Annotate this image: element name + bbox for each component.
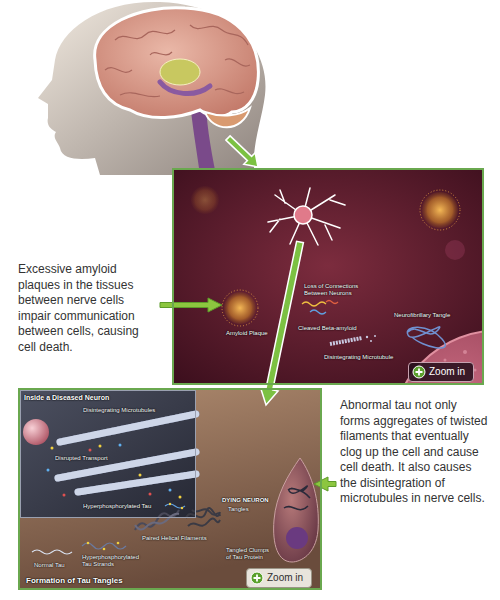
part-label: Disintegrating Microtubule — [324, 354, 393, 361]
zoom-icon — [250, 571, 264, 585]
panel-heading: Formation of Tau Tangles — [26, 576, 123, 586]
part-label: Normal Tau — [34, 562, 65, 569]
callout-text: Excessive amyloid plaques in the tissues… — [18, 262, 158, 355]
zoom-panel: Loss of Connections Between NeuronsAmylo… — [172, 168, 484, 385]
part-label: Loss of Connections Between Neurons — [304, 283, 366, 297]
zoom-arrow — [261, 241, 304, 405]
head-illustration — [38, 2, 265, 175]
part-label: Cleaved Beta-amyloid — [298, 325, 357, 332]
zoom-icon — [412, 365, 426, 379]
panel-heading: DYING NEURON — [222, 497, 269, 504]
button-text: Zoom in — [267, 572, 303, 584]
zoom-arrow — [226, 136, 258, 167]
part-label: Neurofibrillary Tangle — [394, 312, 450, 319]
part-label: Amyloid Plaque — [226, 330, 268, 337]
inset-panel: Inside a Diseased NeuronDisintegrating M… — [20, 390, 196, 518]
part-label: Disintegrating Microtubules — [83, 407, 155, 414]
amyloid-scene — [191, 186, 484, 385]
callout-arrow — [160, 298, 222, 312]
zoom-panel: DYING NEURON TanglesPaired Helical Filame… — [18, 388, 322, 590]
panel-heading: Inside a Diseased Neuron — [24, 393, 109, 402]
part-label: Tangles — [228, 506, 249, 513]
callout-arrow — [314, 477, 336, 491]
button-text: Zoom in — [429, 366, 465, 378]
zoom-button: Zoom in — [408, 362, 474, 382]
tau-scene — [20, 390, 318, 562]
part-label: Tangled Clumps of Tau Protein — [226, 547, 272, 561]
part-label: Hyperphosphorylated Tau — [83, 503, 151, 510]
zoom-button: Zoom in — [246, 568, 312, 588]
part-label: Hyperphosphorylated Tau Strands — [82, 554, 146, 568]
callout-text: Abnormal tau not only forms aggregates o… — [340, 398, 490, 507]
part-label: Disrupted Transport — [55, 455, 108, 462]
part-label: Paired Helical Filaments — [142, 535, 207, 542]
